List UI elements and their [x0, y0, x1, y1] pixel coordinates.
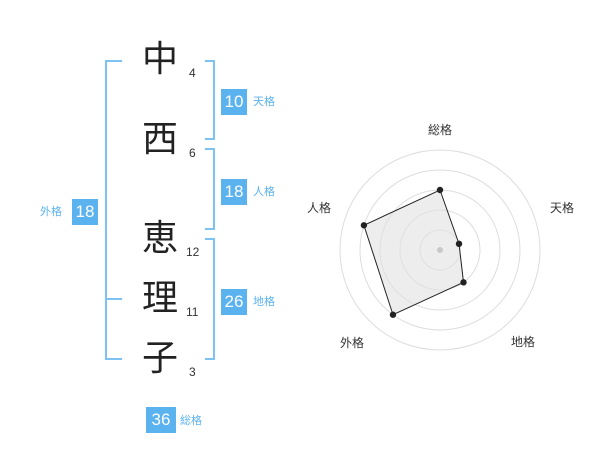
name-char-5: 子 [141, 338, 178, 379]
radar-point-2 [455, 240, 463, 248]
gaikaku-label: 外格 [40, 205, 62, 218]
radar-point-1 [436, 186, 444, 194]
name-char-4: 理 [141, 278, 178, 319]
soukaku-label: 総格 [180, 414, 202, 427]
chikaku-label: 地格 [253, 295, 275, 308]
gaikaku-bracket [105, 60, 122, 360]
chikaku-value-badge: 26 [221, 289, 247, 315]
radar-axis-label-gaikaku: 外格 [340, 336, 365, 350]
radar-axis-label-tenkaku: 天格 [550, 201, 575, 215]
tenkaku-bracket [205, 60, 215, 140]
jinkaku-value-badge: 18 [221, 179, 247, 205]
radar-point-4 [389, 311, 397, 318]
name-char-3: 恵 [141, 218, 178, 259]
stroke-count-5: 3 [189, 365, 196, 379]
gaikaku-value-badge: 18 [72, 199, 98, 225]
radar-point-3 [460, 279, 467, 286]
radar-axis-label-chikaku: 地格 [511, 335, 536, 349]
radar-grid-ring [339, 149, 541, 351]
radar-axis-label-soukaku: 総格 [428, 123, 453, 137]
radar-point-5 [360, 222, 368, 229]
tenkaku-label: 天格 [253, 95, 275, 108]
stroke-count-2: 6 [189, 146, 196, 160]
radar-grid-ring [359, 169, 521, 331]
stroke-count-3: 12 [186, 245, 200, 259]
stroke-count-1: 4 [189, 66, 196, 80]
name-char-2: 西 [141, 119, 178, 160]
stroke-count-4: 11 [186, 305, 199, 319]
radar-data-polygon [363, 189, 465, 316]
soukaku-value-badge: 36 [146, 407, 176, 433]
radar-axis-label-jinkaku: 人格 [307, 201, 332, 215]
tenkaku-value-badge: 10 [221, 89, 247, 115]
jinkaku-bracket [205, 148, 215, 230]
radar-center-dot [437, 247, 443, 253]
chikaku-bracket [205, 238, 215, 360]
name-char-1: 中 [141, 39, 178, 80]
jinkaku-label: 人格 [253, 185, 275, 198]
